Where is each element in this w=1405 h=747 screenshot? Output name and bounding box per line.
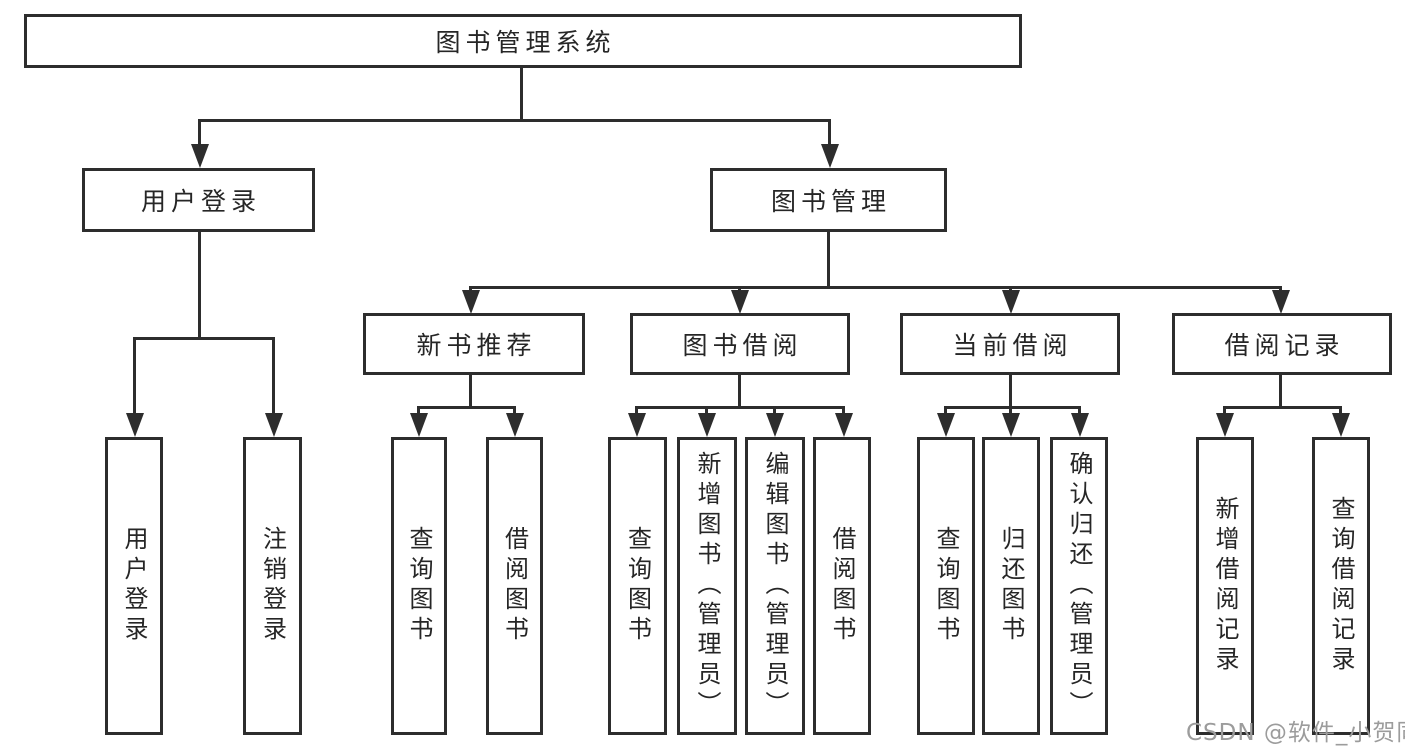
arrow-down-icon <box>1332 413 1350 437</box>
node-borrow-records-label: 借阅记录 <box>1224 331 1345 360</box>
leaf-borrow-book: 借阅图书 <box>813 437 871 735</box>
connector-line <box>1009 375 1012 409</box>
connector-line <box>738 375 741 409</box>
connector-line <box>635 406 845 409</box>
node-root-label: 图书管理系统 <box>435 28 616 57</box>
leaf-current-query-label: 查询图书 <box>932 526 960 646</box>
node-current-borrow: 当前借阅 <box>900 313 1120 375</box>
arrow-down-icon <box>1272 290 1290 314</box>
arrow-down-icon <box>937 413 955 437</box>
arrow-down-icon <box>1002 413 1020 437</box>
leaf-current-return: 归还图书 <box>982 437 1040 735</box>
leaf-records-add: 新增借阅记录 <box>1196 437 1254 735</box>
connector-line <box>417 406 516 409</box>
connector-line <box>944 406 947 416</box>
connector-line <box>842 406 845 416</box>
leaf-records-query-label: 查询借阅记录 <box>1327 496 1355 676</box>
node-book-management: 图书管理 <box>710 168 947 232</box>
leaf-borrow-query: 查询图书 <box>608 437 667 735</box>
connector-line <box>944 406 1081 409</box>
connector-line <box>1078 406 1081 416</box>
connector-line <box>272 337 275 415</box>
leaf-logout-label: 注销登录 <box>258 526 287 646</box>
node-book-management-label: 图书管理 <box>770 187 891 216</box>
arrow-down-icon <box>506 413 524 437</box>
arrow-down-icon <box>731 290 749 314</box>
leaf-records-add-label: 新增借阅记录 <box>1211 496 1239 676</box>
arrow-down-icon <box>462 290 480 314</box>
arrow-down-icon <box>628 413 646 437</box>
leaf-logout: 注销登录 <box>243 437 302 735</box>
leaf-user-login-label: 用户登录 <box>120 526 148 646</box>
leaf-current-confirm-admin: 确认归还（管理员） <box>1050 437 1108 735</box>
connector-line <box>469 375 472 409</box>
node-new-book-recommend-label: 新书推荐 <box>416 331 537 360</box>
connector-line <box>198 232 201 340</box>
node-current-borrow-label: 当前借阅 <box>952 331 1073 360</box>
leaf-current-return-label: 归还图书 <box>997 526 1025 646</box>
connector-line <box>198 119 831 122</box>
connector-line <box>705 406 708 416</box>
leaf-newbooks-query: 查询图书 <box>391 437 447 735</box>
arrow-down-icon <box>821 144 839 168</box>
arrow-down-icon <box>766 413 784 437</box>
arrow-down-icon <box>126 413 144 437</box>
leaf-borrow-book-label: 借阅图书 <box>828 526 856 646</box>
arrow-down-icon <box>410 413 428 437</box>
node-user-login: 用户登录 <box>82 168 315 232</box>
arrow-down-icon <box>835 413 853 437</box>
arrow-down-icon <box>698 413 716 437</box>
leaf-borrow-add-admin-label: 新增图书（管理员） <box>693 451 721 721</box>
node-user-login-label: 用户登录 <box>140 187 261 216</box>
connector-line <box>1223 406 1342 409</box>
connector-line <box>133 337 136 415</box>
connector-line <box>513 406 516 416</box>
leaf-records-query: 查询借阅记录 <box>1312 437 1370 735</box>
node-borrow-records: 借阅记录 <box>1172 313 1392 375</box>
arrow-down-icon <box>191 144 209 168</box>
connector-line <box>1223 406 1226 416</box>
connector-line <box>1279 375 1282 409</box>
connector-line <box>469 286 1282 289</box>
leaf-borrow-add-admin: 新增图书（管理员） <box>677 437 737 735</box>
connector-line <box>828 119 831 145</box>
leaf-current-confirm-admin-label: 确认归还（管理员） <box>1065 451 1093 721</box>
node-book-borrow-label: 图书借阅 <box>682 331 803 360</box>
connector-line <box>1009 406 1012 416</box>
connector-line <box>773 406 776 416</box>
leaf-current-query: 查询图书 <box>917 437 975 735</box>
arrow-down-icon <box>265 413 283 437</box>
node-new-book-recommend: 新书推荐 <box>363 313 585 375</box>
leaf-newbooks-borrow-label: 借阅图书 <box>500 526 529 646</box>
connector-line <box>635 406 638 416</box>
connector-line <box>417 406 420 416</box>
leaf-borrow-edit-admin-label: 编辑图书（管理员） <box>761 451 789 721</box>
leaf-newbooks-query-label: 查询图书 <box>405 526 433 646</box>
node-root: 图书管理系统 <box>24 14 1022 68</box>
leaf-borrow-edit-admin: 编辑图书（管理员） <box>745 437 805 735</box>
arrow-down-icon <box>1216 413 1234 437</box>
watermark: CSDN @软件_小贺同学 <box>1186 720 1405 746</box>
leaf-newbooks-borrow: 借阅图书 <box>486 437 543 735</box>
leaf-user-login: 用户登录 <box>105 437 163 735</box>
node-book-borrow: 图书借阅 <box>630 313 850 375</box>
connector-line <box>827 232 830 288</box>
connector-line <box>1339 406 1342 416</box>
arrow-down-icon <box>1071 413 1089 437</box>
connector-line <box>520 68 523 121</box>
arrow-down-icon <box>1002 290 1020 314</box>
connector-line <box>133 337 275 340</box>
leaf-borrow-query-label: 查询图书 <box>623 526 652 646</box>
connector-line <box>198 119 201 145</box>
